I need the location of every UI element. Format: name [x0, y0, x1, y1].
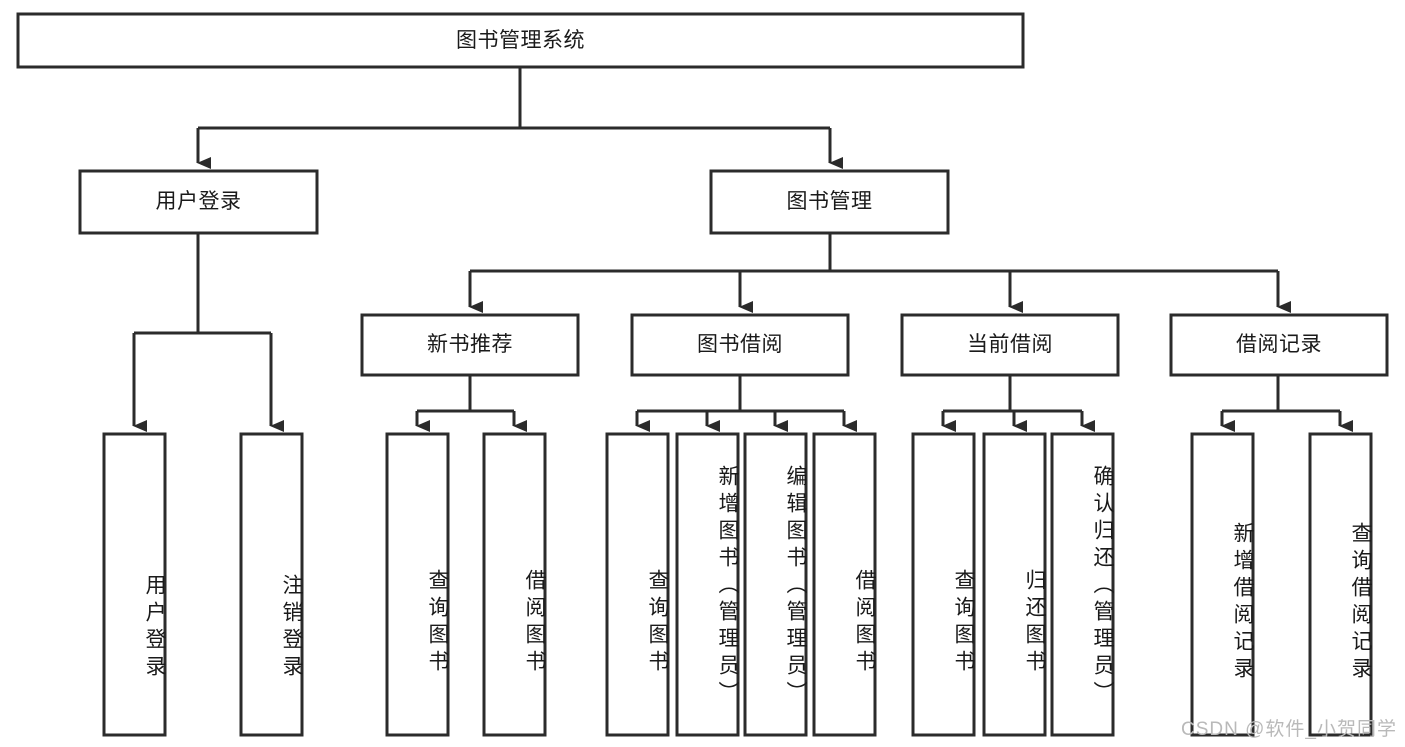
node-box-borrow-book-2[interactable]	[812, 432, 877, 737]
node-box-edit-book-admin[interactable]	[743, 432, 808, 737]
node-box-user-login-leaf[interactable]	[102, 432, 167, 737]
node-box-query-book-2[interactable]	[605, 432, 670, 737]
node-box-user-login[interactable]	[78, 169, 319, 235]
node-box-current-borrow[interactable]	[900, 313, 1120, 377]
node-box-query-borrow-record[interactable]	[1308, 432, 1373, 737]
node-box-query-book-3[interactable]	[911, 432, 976, 737]
node-box-add-book-admin[interactable]	[675, 432, 740, 737]
node-box-add-borrow-record[interactable]	[1190, 432, 1255, 737]
node-box-book-management[interactable]	[709, 169, 950, 235]
node-box-borrow-book-1[interactable]	[482, 432, 547, 737]
csdn-watermark: CSDN @软件_小贺同学	[1181, 719, 1397, 740]
node-box-new-book-recommend[interactable]	[360, 313, 580, 377]
node-box-user-logout-leaf[interactable]	[239, 432, 304, 737]
node-box-book-borrow[interactable]	[630, 313, 850, 377]
node-box-confirm-return-admin[interactable]	[1050, 432, 1115, 737]
node-box-query-book-1[interactable]	[385, 432, 450, 737]
node-box-return-book[interactable]	[982, 432, 1047, 737]
node-box-borrow-record[interactable]	[1169, 313, 1389, 377]
node-box-root[interactable]	[16, 12, 1025, 69]
